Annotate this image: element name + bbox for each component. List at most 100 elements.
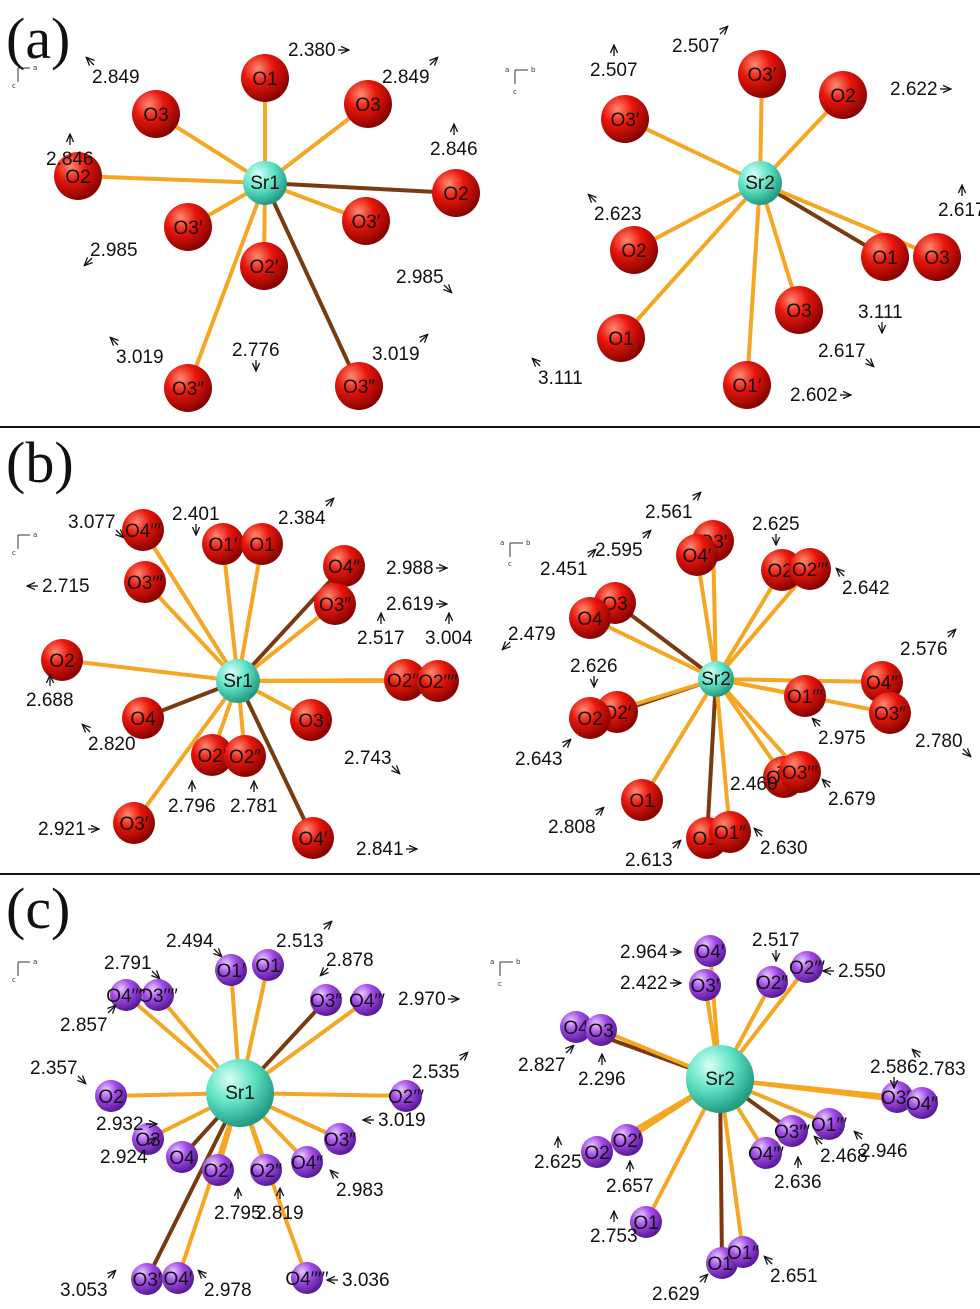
sr-atom xyxy=(216,659,260,703)
oxygen-atom xyxy=(310,984,342,1016)
panel-label-a: (a) xyxy=(6,6,70,71)
oxygen-atom-label: O3″ xyxy=(310,991,342,1012)
bond-distance-label: 2.626 xyxy=(570,656,618,677)
oxygen-atom xyxy=(676,534,718,576)
bond-distance-label: 2.679 xyxy=(828,789,876,810)
bond xyxy=(714,677,732,834)
bond-distance-label: 2.983 xyxy=(336,1180,384,1201)
oxygen-atom-label: O4′′′ xyxy=(349,991,385,1012)
bond xyxy=(263,181,458,195)
svg-text:b: b xyxy=(516,958,521,966)
axis-triad-c1: a c xyxy=(12,958,37,984)
bond-distance-label: 2.642 xyxy=(842,578,890,599)
bond-distance-label: 2.643 xyxy=(515,749,563,770)
oxygen-atom-label: O4″ xyxy=(291,1153,323,1174)
sr-atom-label: Sr1 xyxy=(225,1083,255,1104)
oxygen-atom-label: O3 xyxy=(355,95,380,116)
oxygen-atom-label: O3′′′′ xyxy=(138,986,178,1007)
oxygen-atom-label: O3′ xyxy=(174,218,203,239)
oxygen-atom xyxy=(351,984,383,1016)
svg-text:c: c xyxy=(12,976,16,984)
bond xyxy=(132,679,240,825)
bond-distance-label: 2.846 xyxy=(46,149,94,170)
oxygen-atom-label: O1′′′ xyxy=(787,687,823,708)
bond-distance-label: 2.625 xyxy=(752,514,800,535)
bond-distance-label: 2.849 xyxy=(382,67,430,88)
oxygen-atom xyxy=(250,1154,282,1186)
oxygen-atom-label: O3′′′ xyxy=(127,573,163,594)
distance-arrow xyxy=(82,724,90,732)
distance-arrow xyxy=(588,194,596,202)
bond xyxy=(640,677,718,802)
structure-1-1: Sr2O3′2.561O4′2.595O2′2.625O2′′′2.642O32… xyxy=(502,492,970,871)
oxygen-atom xyxy=(384,659,426,701)
oxygen-atom xyxy=(390,1080,422,1112)
oxygen-atom-label: O2″ xyxy=(229,747,261,768)
oxygen-atom-label: O3′ xyxy=(691,976,720,997)
oxygen-atom xyxy=(54,152,102,200)
bond-distance-label: 2.561 xyxy=(645,502,693,523)
sr-atom xyxy=(243,161,287,205)
oxygen-atom xyxy=(738,50,786,98)
bond-distance-label: 3.111 xyxy=(538,368,583,389)
bond xyxy=(145,1091,242,1281)
oxygen-atom xyxy=(122,697,164,739)
oxygen-atom xyxy=(202,1154,234,1186)
oxygen-atom xyxy=(869,692,911,734)
oxygen-atom-label: O3 xyxy=(143,105,168,126)
bond-distance-label: 2.715 xyxy=(42,576,90,597)
oxygen-atom xyxy=(224,735,266,777)
oxygen-atom-label: O3 xyxy=(588,1021,613,1042)
oxygen-atom-label: O1 xyxy=(633,1213,658,1234)
bond-distance-label: 2.924 xyxy=(100,1147,148,1168)
oxygen-atom-label: O1 xyxy=(252,69,277,90)
bond-distance-label: 2.878 xyxy=(326,950,374,971)
bond xyxy=(714,567,812,681)
distance-arrow xyxy=(108,1005,116,1013)
bond xyxy=(745,181,762,387)
structure-0-0: Sr1O12.380O32.849O32.849O22.846O22.846O3… xyxy=(46,40,480,412)
structure-2-0: Sr1O1′2.494O12.513O3′′′′2.791O4′′′′2.857… xyxy=(30,921,468,1301)
distance-arrow xyxy=(963,749,971,757)
distance-arrow xyxy=(214,949,222,957)
bond-distance-label: 3.019 xyxy=(116,347,164,368)
bond xyxy=(714,568,784,681)
oxygen-atom-label: O3″ xyxy=(874,704,906,725)
distance-arrow xyxy=(392,766,400,774)
oxygen-atom-label: O3′ xyxy=(352,212,381,233)
bond xyxy=(221,542,240,683)
oxygen-atom xyxy=(124,561,166,603)
oxygen-atom xyxy=(727,1236,759,1268)
distance-arrow xyxy=(822,779,830,787)
distance-arrow xyxy=(673,840,681,848)
bond-distance-label: 2.602 xyxy=(790,385,838,406)
bond-distance-label: 3.019 xyxy=(378,1110,426,1131)
distance-arrow xyxy=(148,1137,156,1145)
distance-arrow xyxy=(566,1045,574,1053)
distance-arrow xyxy=(866,359,874,367)
distance-arrow xyxy=(326,498,334,506)
oxygen-atom xyxy=(560,1011,592,1043)
oxygen-atom xyxy=(776,1115,808,1147)
oxygen-atom-label: O2 xyxy=(577,709,602,730)
oxygen-atom xyxy=(756,966,788,998)
distance-arrow xyxy=(563,739,571,747)
oxygen-atom-label: O1 xyxy=(608,329,633,350)
oxygen-atom xyxy=(569,697,611,739)
bond-distance-label: 3.111 xyxy=(858,302,903,323)
bond xyxy=(263,181,361,388)
distance-arrow xyxy=(78,1076,86,1084)
distance-arrow xyxy=(330,1170,338,1178)
bond-distance-label: 2.978 xyxy=(204,1280,252,1301)
distance-arrow xyxy=(460,1052,468,1060)
oxygen-atom-label: O4′ xyxy=(164,1269,193,1290)
oxygen-atom xyxy=(113,802,155,844)
bond-distance-label: 2.946 xyxy=(860,1141,908,1162)
bond-distance-label: 2.657 xyxy=(606,1176,654,1197)
structures-layer: Sr1O12.380O32.849O32.849O22.846O22.846O3… xyxy=(26,26,980,1305)
bond-distance-label: 2.451 xyxy=(540,559,588,580)
oxygen-atom xyxy=(881,1081,913,1113)
oxygen-atom-label: O2′ xyxy=(613,1131,642,1152)
svg-text:a: a xyxy=(33,531,37,539)
oxygen-atom-label: O2′′′ xyxy=(792,560,828,581)
